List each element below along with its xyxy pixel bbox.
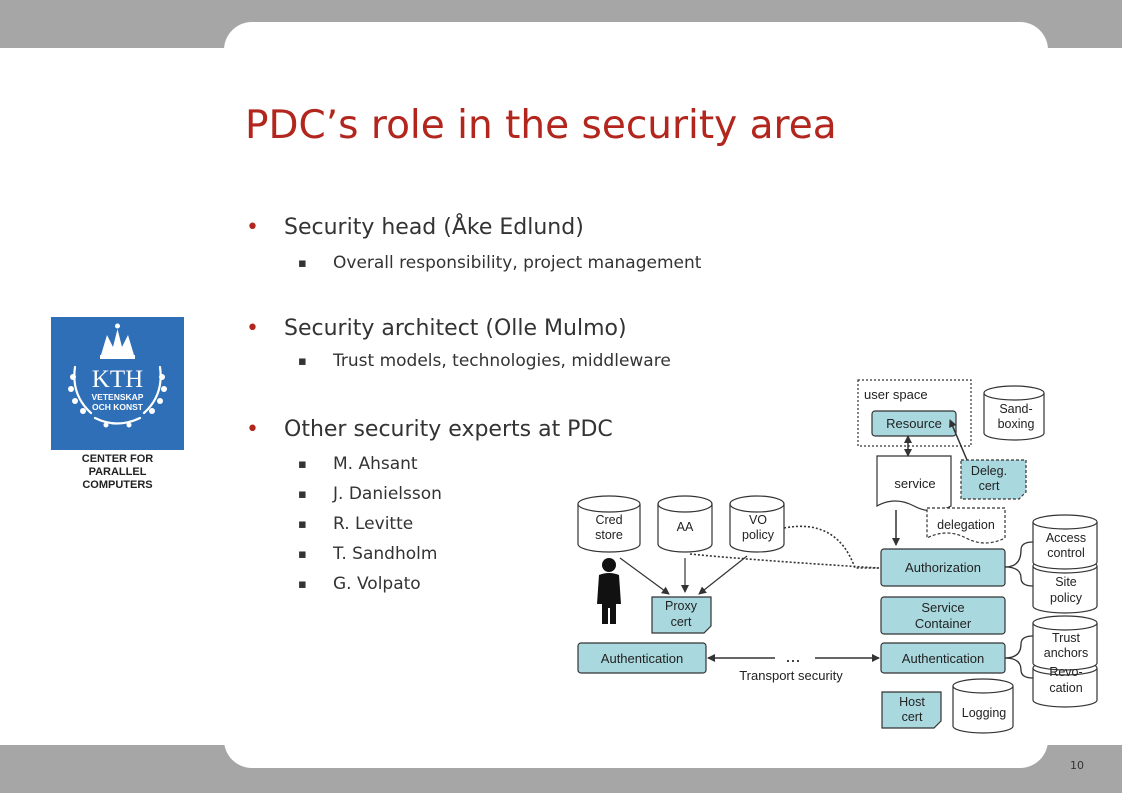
aa-label: AA <box>677 520 694 534</box>
aa-cylinder <box>657 495 713 553</box>
sandboxing-label: Sand- <box>999 402 1032 416</box>
sub-bullet-marker: ▪ <box>298 577 307 592</box>
sub-bullet-marker: ▪ <box>298 457 307 472</box>
delegation-label: delegation <box>937 518 995 532</box>
sub-bullet-marker: ▪ <box>298 354 307 369</box>
trust-anchors-cylinder <box>1032 615 1098 671</box>
vo-proxy-arrow <box>698 555 748 595</box>
service-container-box <box>880 596 1006 635</box>
resource-label: Resource <box>886 416 942 431</box>
aa-authz-dotted <box>689 553 880 569</box>
bullet-text: Security head (Åke Edlund) <box>284 215 584 240</box>
trust-anchors-label: Trust <box>1052 631 1081 645</box>
security-architecture-diagram: user space Resource Sand- boxing service… <box>577 379 1098 734</box>
kth-tagline-2: OCH KONST <box>92 402 144 412</box>
user-space-label: user space <box>864 387 928 402</box>
vo-policy-label: policy <box>742 528 775 542</box>
sandboxing-label: boxing <box>998 417 1035 431</box>
bullet-text: Security architect (Olle Mulmo) <box>284 316 627 341</box>
revocation-label: Revo- <box>1049 665 1082 679</box>
cred-store-label: Cred <box>595 513 622 527</box>
authentication-left-box <box>577 642 707 674</box>
authentication-right-label: Authentication <box>902 651 984 666</box>
authentication-left-label: Authentication <box>601 651 683 666</box>
kth-wordmark: KTH <box>92 366 143 393</box>
sub-bullet-text: T. Sandholm <box>333 544 438 564</box>
user-space-region <box>857 379 972 447</box>
bullet-dot: • <box>246 316 259 341</box>
slide-title: PDC’s role in the security area <box>245 103 837 148</box>
sub-bullet-marker: ▪ <box>298 256 307 271</box>
policy-connectors <box>1004 541 1034 679</box>
user-person-icon <box>597 558 621 624</box>
caption-line: COMPUTERS <box>82 479 153 491</box>
transport-security-label: Transport security <box>739 668 843 683</box>
deleg-cert-doc <box>960 459 1027 500</box>
sub-bullet-text: Trust models, technologies, middleware <box>333 351 671 371</box>
cred-store-cylinder <box>577 495 641 553</box>
sub-bullet-marker: ▪ <box>298 547 307 562</box>
sandboxing-cylinder <box>983 385 1045 441</box>
kth-seal-icon: KTH VETENSKAP OCH KONST <box>68 323 167 428</box>
caption-line: CENTER FOR <box>81 453 154 465</box>
logo-caption: CENTER FOR PARALLEL COMPUTERS <box>51 453 184 492</box>
kth-logo: KTH VETENSKAP OCH KONST <box>51 317 184 450</box>
vo-authz-dotted <box>783 525 879 569</box>
access-control-label: Access <box>1046 531 1086 545</box>
site-policy-label: Site <box>1055 575 1077 589</box>
cred-proxy-arrow <box>619 557 670 595</box>
bullet-text: Other security experts at PDC <box>284 417 613 442</box>
sub-bullet-text: R. Levitte <box>333 514 414 534</box>
access-control-label: control <box>1047 546 1085 560</box>
host-cert-doc <box>881 691 942 729</box>
deleg-cert-label: cert <box>979 479 1000 493</box>
vo-policy-cylinder <box>729 495 785 553</box>
cred-store-label: store <box>595 528 623 542</box>
authorization-label: Authorization <box>905 560 981 575</box>
service-label: service <box>894 476 935 491</box>
sub-bullet-text: J. Danielsson <box>333 484 442 504</box>
sub-bullet-marker: ▪ <box>298 517 307 532</box>
deleg-resource-arrow <box>949 419 968 461</box>
trust-anchors-label: anchors <box>1044 646 1088 660</box>
revocation-label: cation <box>1049 681 1082 695</box>
sub-bullet-marker: ▪ <box>298 487 307 502</box>
sub-bullet-text: M. Ahsant <box>333 454 418 474</box>
ellipsis-bg <box>775 648 815 662</box>
vo-policy-label: VO <box>749 513 767 527</box>
kth-tagline-1: VETENSKAP <box>92 392 144 402</box>
caption-line: PARALLEL <box>88 466 147 478</box>
delegation-doc <box>926 507 1006 544</box>
service-container-label: Container <box>915 616 972 631</box>
logging-cylinder <box>952 678 1014 734</box>
site-policy-label: policy <box>1050 591 1083 605</box>
sub-bullet-text: Overall responsibility, project manageme… <box>333 253 702 273</box>
ellipsis-label: ... <box>785 646 800 666</box>
host-cert-label: Host <box>899 695 925 709</box>
host-cert-label: cert <box>902 710 923 724</box>
service-container-label: Service <box>921 600 964 615</box>
bullet-dot: • <box>246 417 259 442</box>
proxy-cert-doc <box>651 596 712 634</box>
deleg-cert-label: Deleg. <box>971 464 1007 478</box>
logging-label: Logging <box>962 706 1007 720</box>
proxy-cert-label: cert <box>671 615 692 629</box>
bullet-dot: • <box>246 215 259 240</box>
sub-bullet-text: G. Volpato <box>333 574 421 594</box>
access-control-cylinder <box>1032 514 1098 570</box>
page-number: 10 <box>1070 759 1084 772</box>
proxy-cert-label: Proxy <box>665 599 698 613</box>
